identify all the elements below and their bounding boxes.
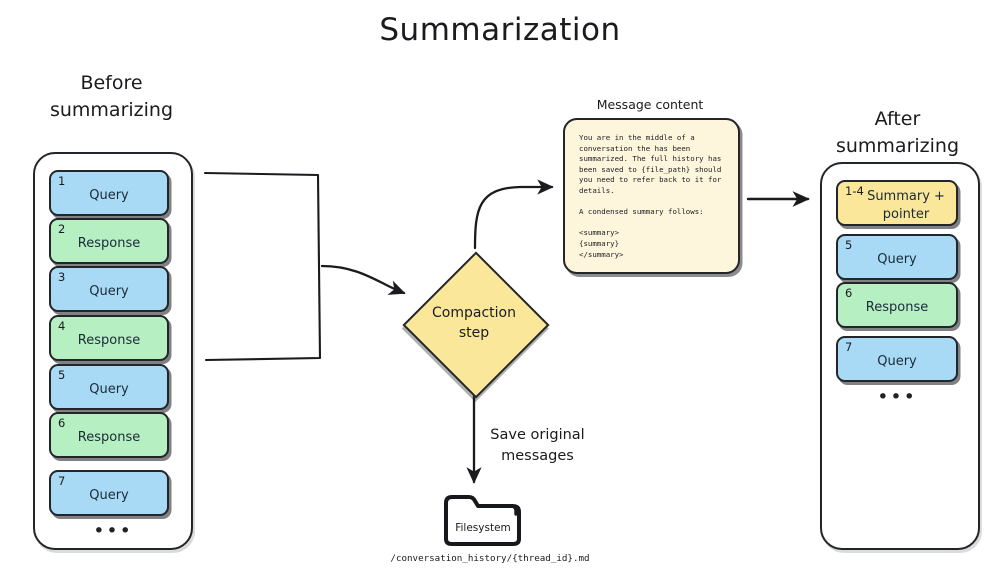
message-label: Query [89,284,129,299]
filesystem-path: /conversation_history/{thread_id}.md [390,553,590,564]
save-label-line2: messages [501,448,574,464]
compaction-label-line1: Compaction [432,305,516,321]
message-item[interactable]: 1-4 Summary + pointer [836,180,958,226]
grouping-bracket [203,171,322,362]
message-item[interactable]: 7 Query [49,470,169,516]
compaction-step-node[interactable]: Compaction step [402,251,550,399]
after-summarizing-heading: After summarizing [800,106,995,160]
message-label: Summary + pointer [867,189,945,222]
message-item[interactable]: 6 Response [49,412,169,458]
message-index: 1 [58,174,66,188]
message-label: Query [877,354,917,369]
message-label: Response [77,333,141,348]
compaction-step-label: Compaction step [406,303,542,343]
message-label: Query [89,188,129,203]
message-content-card: You are in the middle of a conversation … [563,118,740,274]
message-item[interactable]: 4 Response [49,315,169,361]
message-label: Query [89,488,129,503]
message-label: Response [77,236,141,251]
message-label: Response [77,430,141,445]
before-stack-ellipsis: ••• [93,520,133,542]
message-index: 7 [845,340,853,354]
filesystem-node[interactable]: Filesystem [443,494,523,546]
message-index: 4 [58,319,66,333]
message-item[interactable]: 3 Query [49,266,169,312]
save-label-line1: Save original [490,427,585,443]
message-item[interactable]: 2 Response [49,218,169,264]
message-index: 2 [58,222,66,236]
message-item[interactable]: 1 Query [49,170,169,216]
filesystem-label: Filesystem [455,522,511,534]
before-message-stack: 1 Query 2 Response 3 Query 4 Response 5 … [33,152,193,550]
message-item[interactable]: 5 Query [836,234,958,280]
message-index: 6 [845,286,853,300]
save-original-messages-label: Save original messages [470,425,605,467]
before-heading-line2: summarizing [49,99,174,121]
page-title: Summarization [379,12,621,48]
after-stack-ellipsis: ••• [877,386,917,408]
message-label: Query [89,382,129,397]
message-content-caption: Message content [596,97,704,112]
message-index: 6 [58,416,66,430]
message-item[interactable]: 5 Query [49,364,169,410]
message-item[interactable]: 6 Response [836,282,958,328]
before-summarizing-heading: Before summarizing [14,70,209,124]
arrow-compaction-to-message-content [473,179,554,250]
folder-icon [444,495,521,546]
message-label: Response [865,300,929,315]
after-heading-line2: summarizing [835,135,960,157]
message-index: 7 [58,474,66,488]
arrow-before-to-compaction [320,264,406,295]
message-label: Query [877,252,917,267]
message-index: 5 [845,238,853,252]
message-item[interactable]: 7 Query [836,336,958,382]
message-index: 1-4 [845,184,864,198]
before-heading-line1: Before [80,72,143,94]
compaction-label-line2: step [458,325,490,341]
after-heading-line1: After [874,108,921,130]
after-message-stack: 1-4 Summary + pointer 5 Query 6 Response… [820,162,980,550]
message-index: 3 [58,270,66,284]
message-index: 5 [58,368,66,382]
